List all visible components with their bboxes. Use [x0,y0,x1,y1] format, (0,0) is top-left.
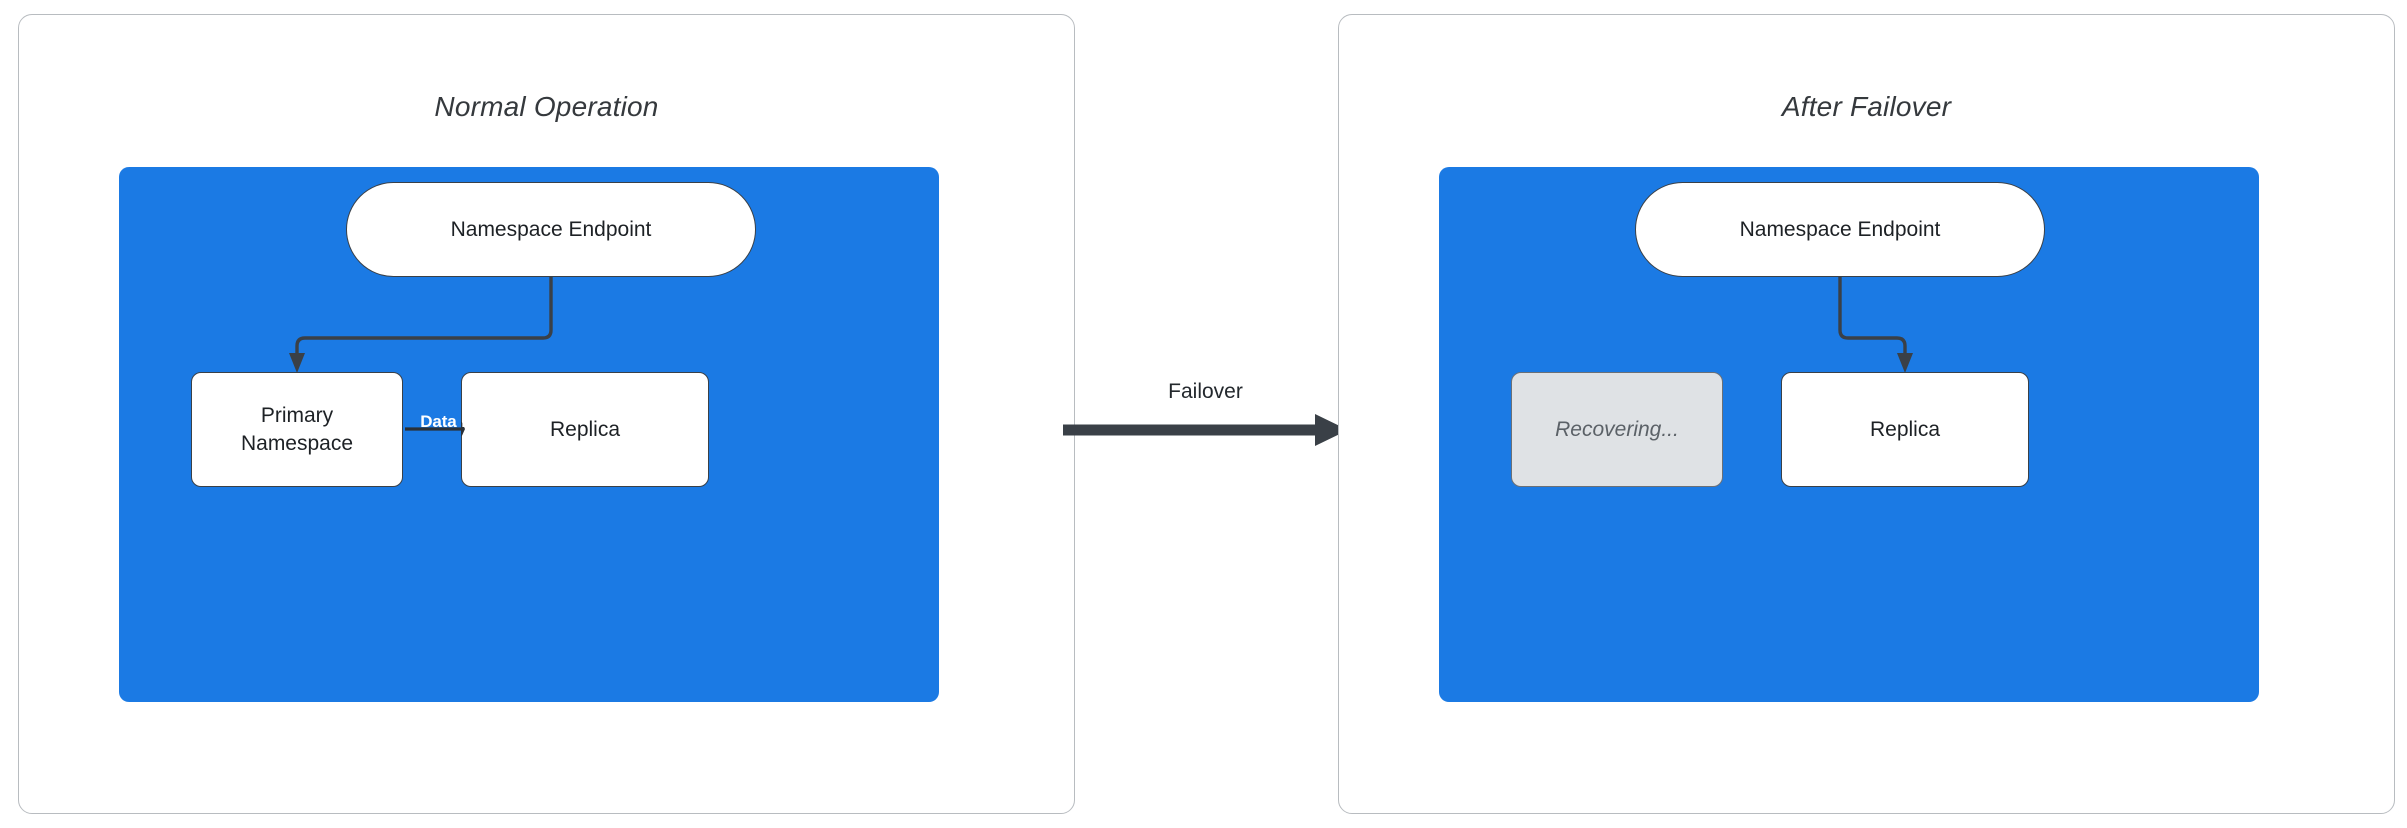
blue-region-normal-operation: Namespace Endpoint Primary Namespace Rep… [119,167,939,702]
node-replica-left[interactable]: Replica [461,372,709,487]
arrow-down-icon [1897,353,1913,373]
node-label: Primary Namespace [241,402,353,457]
node-label: Replica [1869,417,1941,441]
panel-title-normal-operation: Normal Operation [434,91,659,122]
node-label-line2: Namespace [240,431,354,455]
node-namespace-endpoint-right[interactable]: Namespace Endpoint [1635,182,2045,277]
failover-arrow [1063,414,1348,446]
panel-normal-operation: Normal Operation Namespace Endpoint Prim… [18,14,1075,814]
failover-transition: Failover [1063,380,1348,470]
node-label-line1: Primary [260,404,334,428]
node-recovering[interactable]: Recovering... [1511,372,1723,487]
edge-label-failover: Failover [1168,380,1243,403]
arrow-right-icon [1315,414,1348,446]
connector-data-replication [405,422,465,436]
node-primary-namespace[interactable]: Primary Namespace [191,372,403,487]
arrow-right-icon [461,422,465,436]
blue-region-after-failover: Namespace Endpoint Recovering... Replica [1439,167,2259,702]
node-label: Recovering... [1555,417,1679,441]
node-replica-right[interactable]: Replica [1781,372,2029,487]
arrow-down-icon [289,353,305,373]
panel-after-failover: After Failover Namespace Endpoint Recove… [1338,14,2395,814]
node-label: Namespace Endpoint [450,217,652,241]
node-namespace-endpoint-left[interactable]: Namespace Endpoint [346,182,756,277]
node-label: Replica [549,417,621,441]
node-label: Namespace Endpoint [1739,217,1941,241]
edge-label-data-replication: Data Replication [420,412,552,431]
panel-title-after-failover: After Failover [1781,91,1952,122]
